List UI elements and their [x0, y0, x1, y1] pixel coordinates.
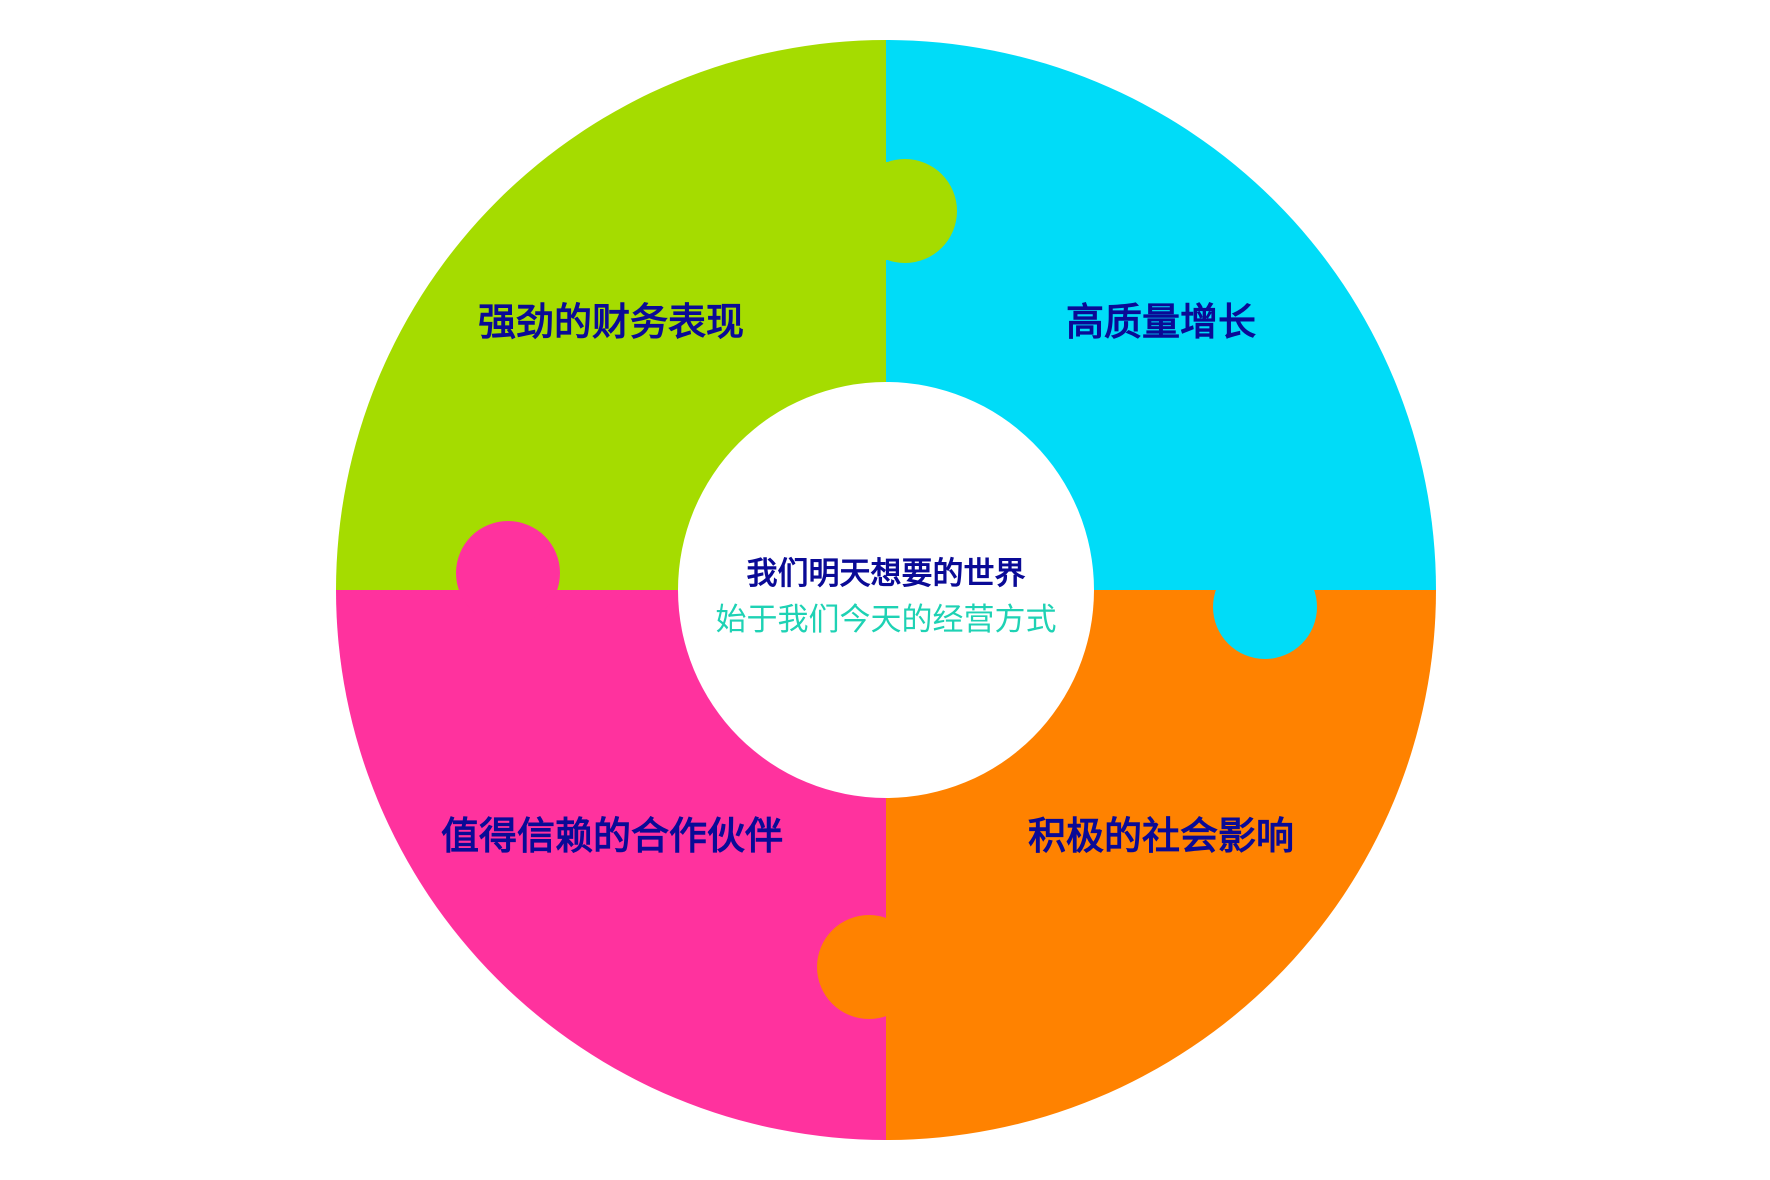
center-line-1: 我们明天想要的世界: [746, 556, 1026, 592]
knob-left-neck: [460, 572, 556, 594]
knob-top-neck: [880, 162, 906, 260]
label-trusted-partner: 值得信赖的合作伙伴: [440, 814, 784, 858]
knob-bottom-neck: [868, 918, 892, 1016]
knob-right-neck: [1216, 586, 1314, 608]
center-line-2: 始于我们今天的经营方式: [715, 602, 1057, 638]
label-financial-performance: 强劲的财务表现: [477, 300, 745, 344]
center-hub: [678, 382, 1094, 798]
center-statement: 我们明天想要的世界 始于我们今天的经营方式: [716, 551, 1057, 643]
label-social-impact: 积极的社会影响: [1027, 814, 1295, 858]
label-quality-growth: 高质量增长: [1065, 300, 1257, 344]
